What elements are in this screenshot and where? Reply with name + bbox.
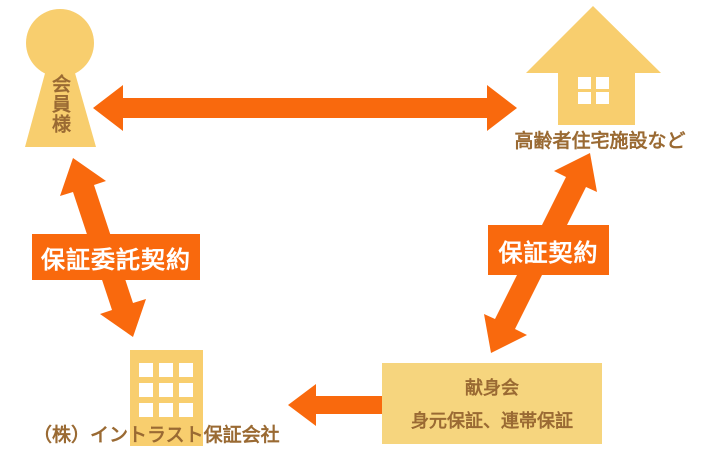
guarantee-contract-label: 保証契約 — [488, 225, 609, 275]
facility-label: 高齢者住宅施設など — [514, 130, 686, 152]
person-icon — [25, 9, 96, 147]
kenshinkai-company-arrow — [288, 384, 384, 426]
kenshinkai-box: 献身会 身元保証、連帯保証 — [382, 363, 602, 444]
member-facility-double-arrow — [93, 85, 517, 131]
house-window-icon — [578, 77, 609, 104]
guarantee-consignment-contract-label: 保証委託契約 — [32, 234, 200, 280]
member-label: 会員様 — [49, 74, 71, 134]
building-windows-icon — [139, 363, 193, 417]
kenshinkai-name: 献身会 — [465, 378, 519, 399]
guarantee-company-label: （株）イントラスト保証会社 — [33, 424, 280, 446]
office-building-icon — [130, 350, 203, 446]
kenshinkai-guarantee-types: 身元保証、連帯保証 — [411, 411, 573, 432]
house-icon — [526, 6, 661, 125]
